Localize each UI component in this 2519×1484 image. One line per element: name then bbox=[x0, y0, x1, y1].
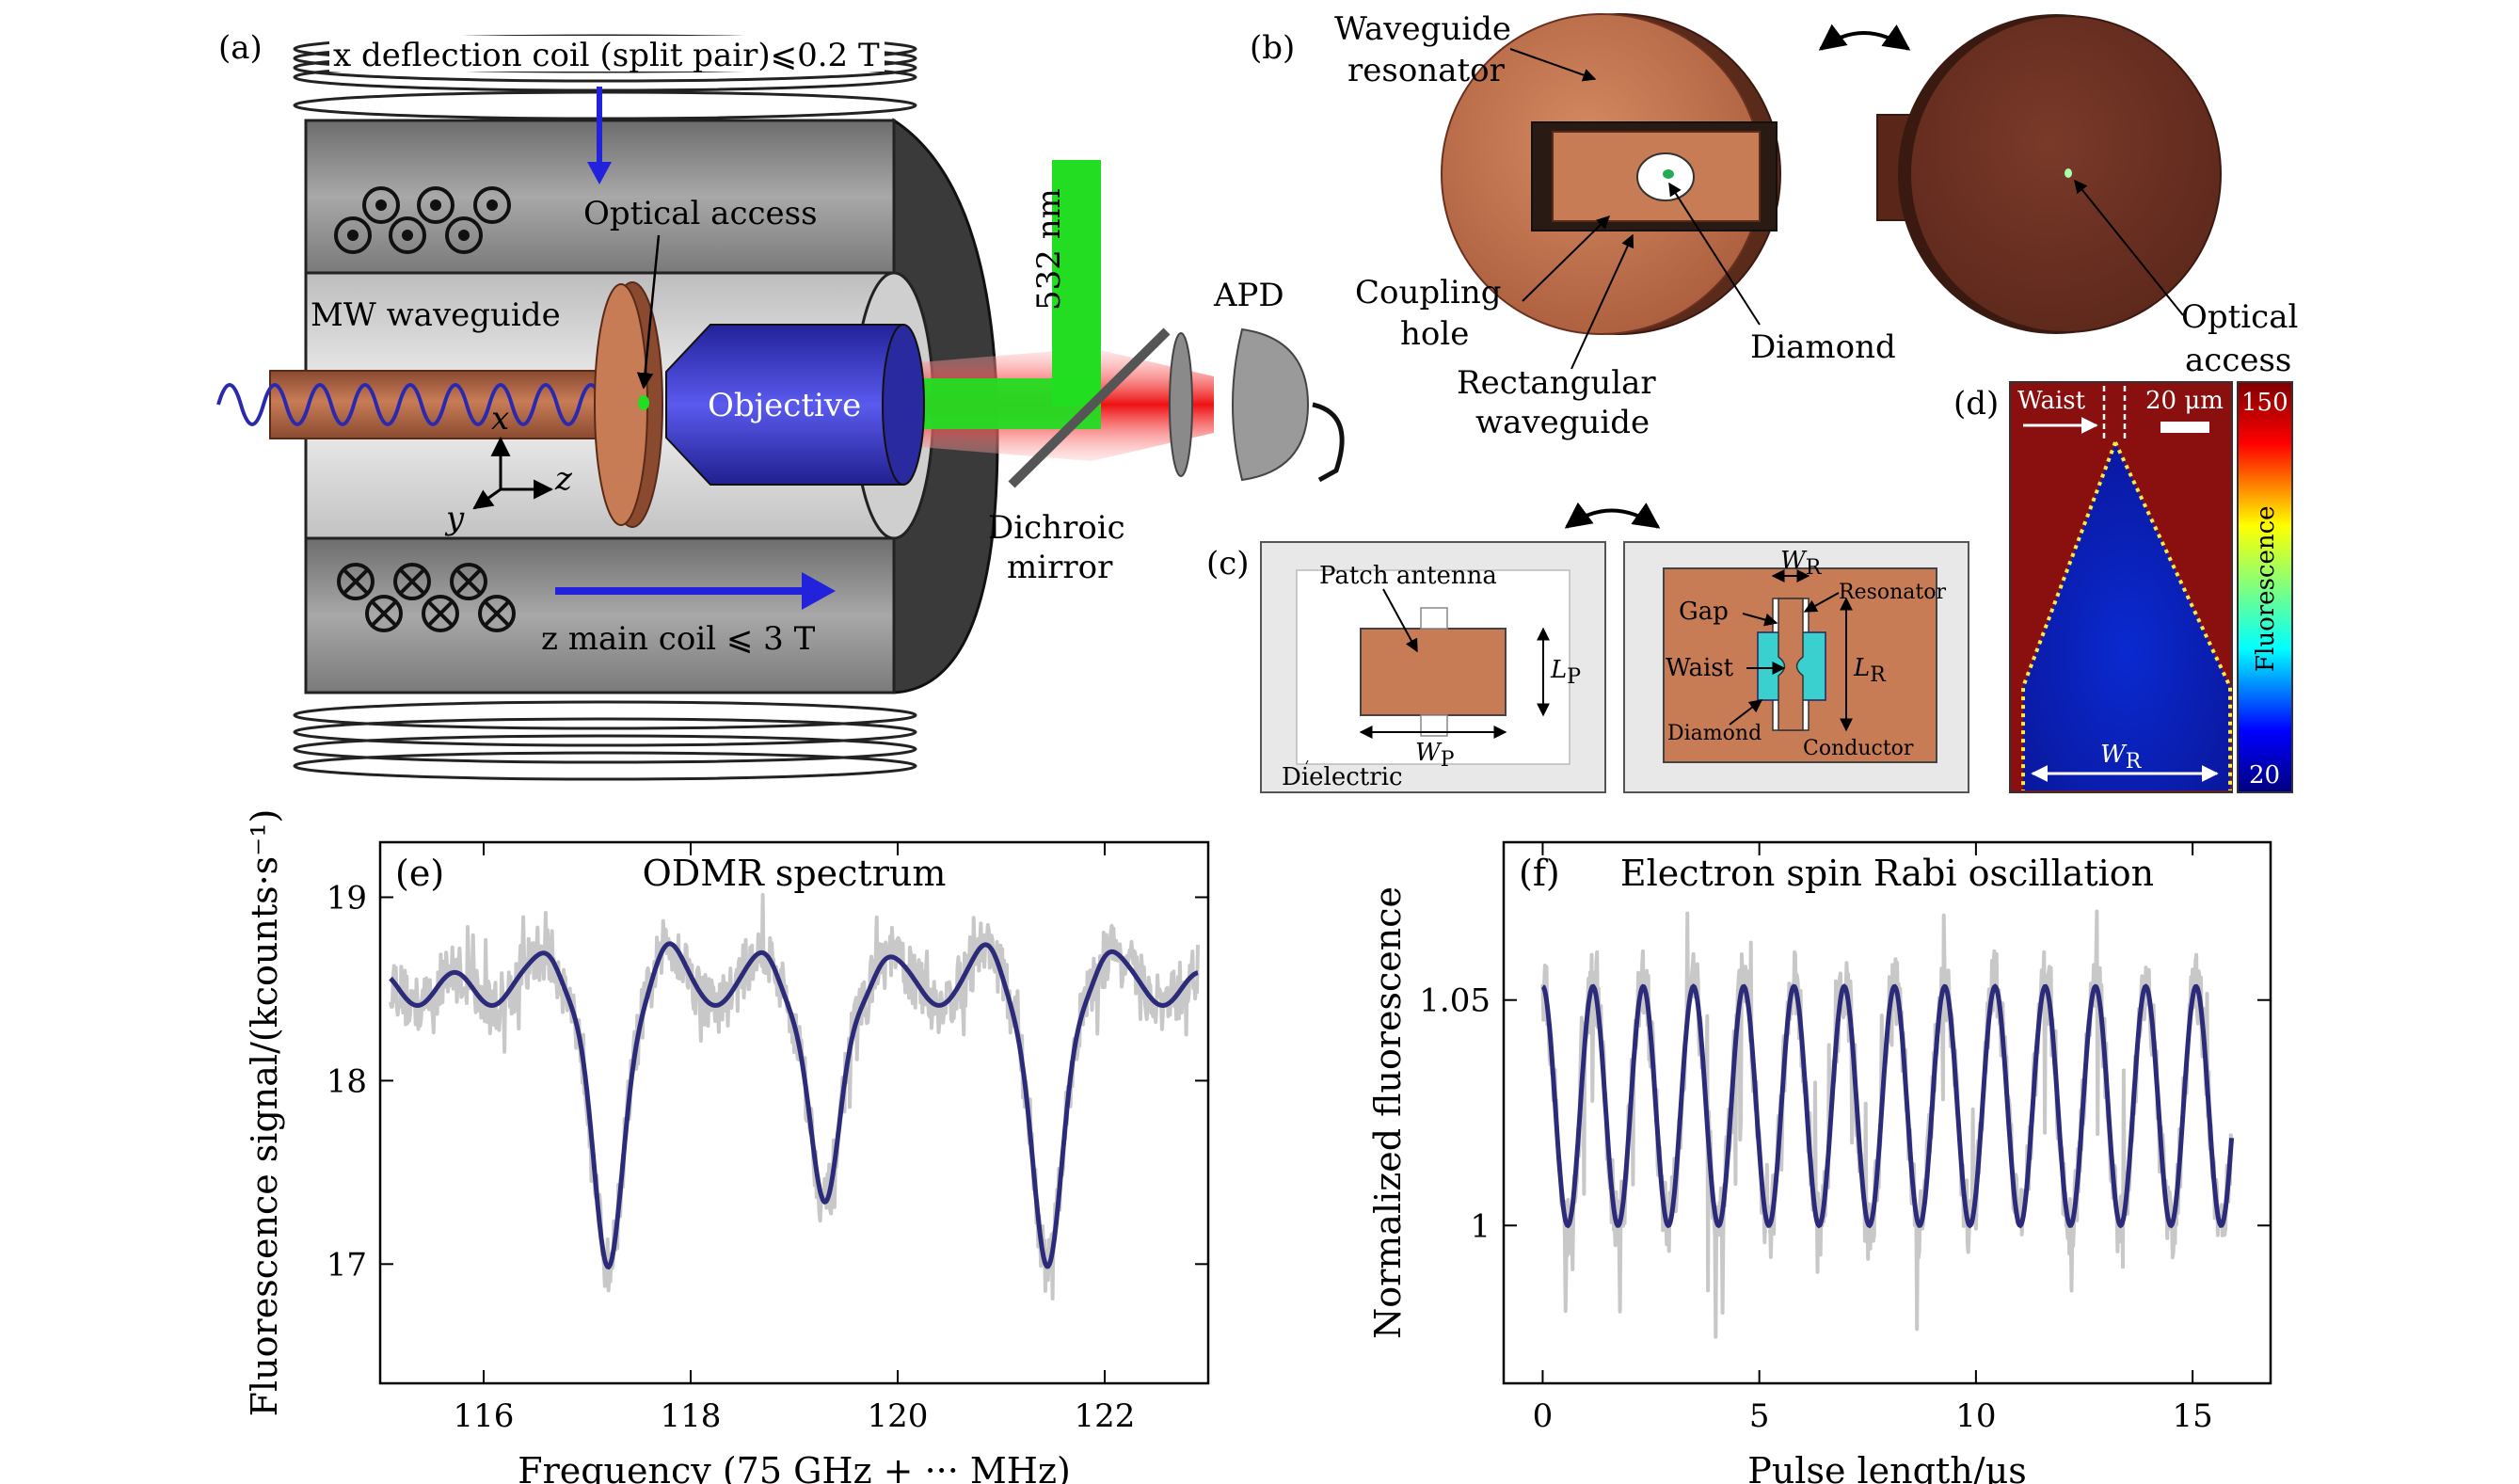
panel-a: (a) x deflection coil (split pair)⩽0.2 T bbox=[216, 29, 1345, 781]
optical-label-b: Optical bbox=[2181, 298, 2298, 336]
hole-label: hole bbox=[1400, 315, 1469, 353]
rectangular-waveguide-label: waveguide bbox=[1475, 404, 1650, 441]
x-tick-label: 15 bbox=[2172, 1397, 2212, 1435]
patch-antenna bbox=[1360, 628, 1507, 716]
apd-label: APD bbox=[1213, 277, 1284, 314]
y-tick-label: 1 bbox=[1470, 1207, 1491, 1245]
conductor-label: Conductor bbox=[1803, 737, 1914, 760]
colorbar-max: 150 bbox=[2241, 389, 2288, 417]
x-axis-title: Frequency (75 GHz + ··· MHz) bbox=[518, 1450, 1071, 1484]
y-axis-title: Normalized fluorescence bbox=[1367, 886, 1409, 1339]
dielectric-label: Dielectric bbox=[1282, 763, 1403, 791]
chart-panel-label: (f) bbox=[1519, 853, 1560, 894]
resonator-label: resonator bbox=[1347, 52, 1506, 89]
mw-waveguide-bar bbox=[269, 370, 598, 439]
wp-label: WP bbox=[1415, 739, 1455, 772]
y-tick-label: 19 bbox=[327, 879, 367, 917]
plot-frame bbox=[378, 840, 1210, 1385]
x-tick-label: 122 bbox=[1075, 1397, 1136, 1435]
swap-arrow-c bbox=[1564, 502, 1661, 529]
mw-waveguide-label: MW waveguide bbox=[311, 296, 561, 334]
chart-panel-label: (e) bbox=[395, 853, 444, 894]
colorbar-min: 20 bbox=[2249, 761, 2280, 790]
mirror-label: mirror bbox=[1007, 549, 1113, 586]
x-tick-label: 118 bbox=[661, 1397, 722, 1435]
coupling-label: Coupling bbox=[1355, 274, 1502, 311]
panel-d-label: (d) bbox=[1953, 385, 1999, 423]
raw-data-line bbox=[389, 892, 1200, 1300]
swap-arrow-b bbox=[1818, 24, 1911, 51]
y-tick-label: 18 bbox=[327, 1062, 367, 1100]
lower-coil-housing bbox=[304, 536, 896, 694]
coordinate-axes bbox=[472, 436, 554, 510]
fit-line bbox=[1541, 983, 2235, 1229]
panel-b-label: (b) bbox=[1250, 29, 1295, 67]
focusing-lens bbox=[1169, 332, 1193, 477]
waist-label-c: Waist bbox=[1666, 654, 1734, 682]
y-tick-label: 1.05 bbox=[1419, 982, 1491, 1020]
microwave-wave bbox=[216, 383, 627, 426]
panel-a-label: (a) bbox=[218, 29, 263, 67]
waveguide-label: Waveguide bbox=[1334, 10, 1511, 48]
resonator-fluorescence-region bbox=[2023, 442, 2230, 790]
patch-antenna-label: Patch antenna bbox=[1319, 562, 1497, 590]
diamond-label-b: Diamond bbox=[1750, 328, 1896, 366]
wr-label-c: WR bbox=[1780, 547, 1823, 580]
field-out-icons bbox=[334, 186, 511, 254]
panel-d: (d) Waist 20 μm WR 150 20 Fluorescence bbox=[1953, 381, 2293, 793]
lp-label: LP bbox=[1550, 656, 1581, 689]
access-label-b: access bbox=[2185, 342, 2291, 379]
x-coil-label: x deflection coil (split pair)⩽0.2 T bbox=[333, 37, 880, 74]
gap-label: Gap bbox=[1679, 598, 1729, 626]
rectangular-label: Rectangular bbox=[1457, 364, 1656, 402]
lr-label: LR bbox=[1853, 654, 1887, 687]
apd-detector bbox=[1232, 327, 1310, 482]
field-in-icons bbox=[337, 563, 516, 632]
x-tick-label: 120 bbox=[868, 1397, 929, 1435]
colorbar-label: Fluorescence bbox=[2252, 505, 2280, 672]
plot-frame bbox=[1502, 840, 2272, 1385]
x-tick-label: 0 bbox=[1533, 1397, 1554, 1435]
waist-label-d: Waist bbox=[2017, 387, 2086, 415]
diamond-label-c: Diamond bbox=[1667, 722, 1762, 745]
x-tick-label: 5 bbox=[1749, 1397, 1770, 1435]
x-tick-label: 116 bbox=[454, 1397, 515, 1435]
resonator-label-c: Resonator bbox=[1839, 581, 1946, 604]
x-axis-title: Pulse length/μs bbox=[1747, 1450, 2026, 1484]
dichroic-mirror bbox=[1008, 327, 1171, 488]
dichroic-label: Dichroic bbox=[988, 509, 1125, 547]
colorbar bbox=[2237, 381, 2293, 793]
panel-c-label: (c) bbox=[1206, 545, 1250, 582]
scale-bar bbox=[2160, 422, 2209, 433]
objective-label: Objective bbox=[708, 387, 861, 424]
laser-wavelength-label: 532 nm bbox=[1030, 188, 1068, 311]
z-coil-label: z main coil ⩽ 3 T bbox=[541, 620, 816, 658]
wr-label-d: WR bbox=[2100, 741, 2143, 774]
x-tick-label: 10 bbox=[1955, 1397, 1996, 1435]
rabi-chart: 0 5 10 15 1 1.05 (f) Electron spin Rabi oscilla… bbox=[1367, 840, 2272, 1484]
axis-z-label: z bbox=[554, 460, 573, 498]
raw-data-line bbox=[1540, 909, 2234, 1339]
y-axis-title: Fluorescence signal/(kcounts·s⁻¹) bbox=[244, 809, 285, 1417]
green-laser-vertical bbox=[1052, 160, 1101, 407]
scale-bar-label: 20 μm bbox=[2145, 387, 2224, 415]
y-tick-label: 17 bbox=[327, 1246, 367, 1284]
chart-title: Electron spin Rabi oscillation bbox=[1620, 853, 2154, 894]
fit-line bbox=[389, 941, 1199, 1270]
panel-b: (b) Waveguide resonator Coupling hole Di… bbox=[1250, 10, 2298, 441]
chart-title: ODMR spectrum bbox=[643, 853, 947, 894]
odmr-chart: 116 118 120 122 17 18 19 (e) ODMR spectrumFreque… bbox=[244, 809, 1210, 1484]
z-main-coil bbox=[293, 700, 917, 781]
axis-y-label: y bbox=[444, 500, 465, 537]
panel-c: (c) Patch antenna LP WP Dielectric WR Ga… bbox=[1206, 502, 1969, 793]
axis-x-label: x bbox=[491, 400, 509, 438]
optical-access-label: Optical access bbox=[583, 195, 818, 232]
